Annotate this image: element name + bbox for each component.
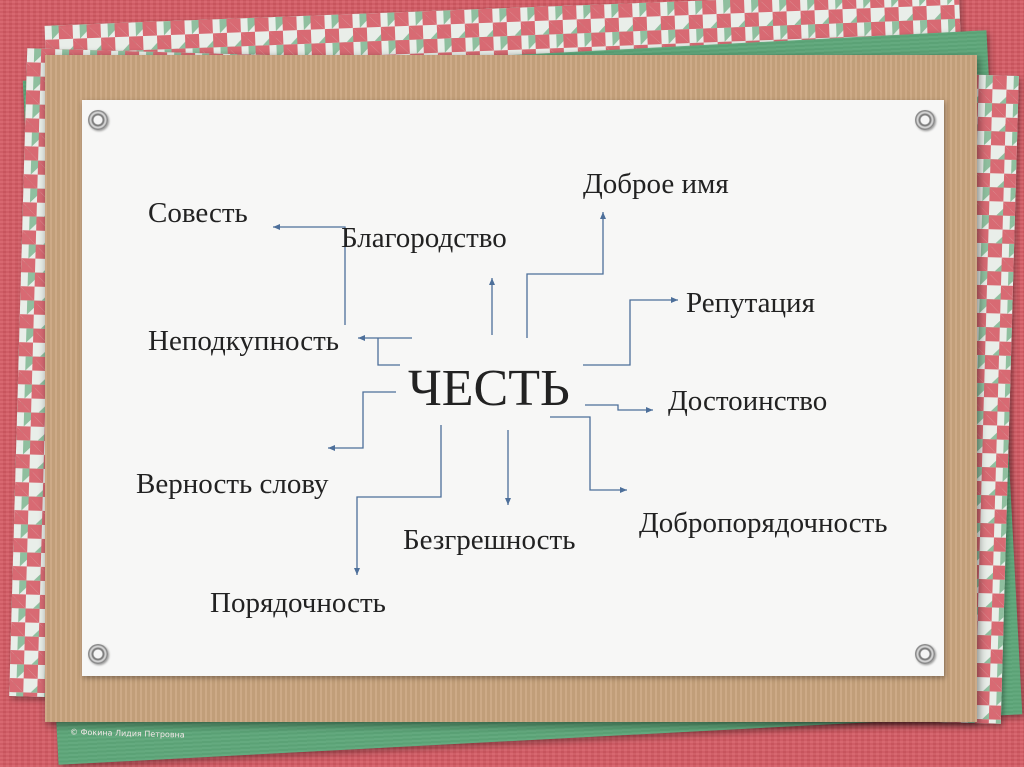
rivet-icon (88, 644, 108, 664)
concept-vernost-slovu: Верность слову (136, 468, 329, 500)
white-paper-card (82, 100, 944, 676)
concept-blagorodstvo: Благородство (341, 222, 507, 254)
arrow-to-dostoinstvo (585, 404, 653, 413)
rivet-icon (915, 644, 935, 664)
arrow-to-sovest (273, 224, 346, 325)
concept-poryadochnost: Порядочность (210, 587, 386, 619)
rivet-icon (88, 110, 108, 130)
concept-dostoinstvo: Достоинство (668, 385, 827, 417)
concept-nepodkupnost: Неподкупность (148, 325, 339, 357)
rivet-icon (915, 110, 935, 130)
connector-arrows (273, 212, 678, 575)
arrow-to-reputatsiya (583, 297, 678, 366)
arrow-to-dobroporyadochnost (550, 416, 627, 493)
concept-bezgreshnost: Безгрешность (403, 524, 575, 556)
arrow-from-center-left (377, 338, 400, 366)
center-concept-chest: ЧЕСТЬ (408, 360, 570, 417)
concept-sovest: Совесть (148, 197, 248, 229)
concept-dobroe-imya: Доброе имя (583, 168, 729, 200)
concept-reputatsiya: Репутация (686, 287, 815, 319)
concept-dobroporyadochnost: Добропорядочность (639, 507, 888, 539)
arrow-to-poryadochnost (354, 425, 442, 575)
arrow-to-vernost-slovu (328, 391, 396, 451)
arrow-to-dobroe-imya (526, 212, 606, 338)
